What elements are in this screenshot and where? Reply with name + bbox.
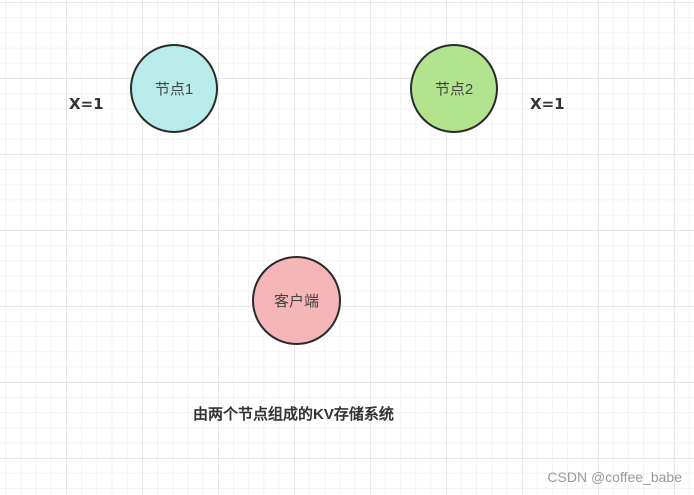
client-circle: 客户端 <box>252 256 341 345</box>
node-1-value-label: X=1 <box>69 95 104 113</box>
node-1-circle: 节点1 <box>130 44 218 133</box>
watermark: CSDN @coffee_babe <box>547 469 682 485</box>
client-label: 客户端 <box>273 293 319 310</box>
diagram-caption: 由两个节点组成的KV存储系统 <box>193 406 394 423</box>
node-2-label: 节点2 <box>434 81 474 98</box>
node-1-label: 节点1 <box>154 81 194 98</box>
node-2-value-label: X=1 <box>530 95 565 113</box>
node-2-circle: 节点2 <box>410 44 498 133</box>
